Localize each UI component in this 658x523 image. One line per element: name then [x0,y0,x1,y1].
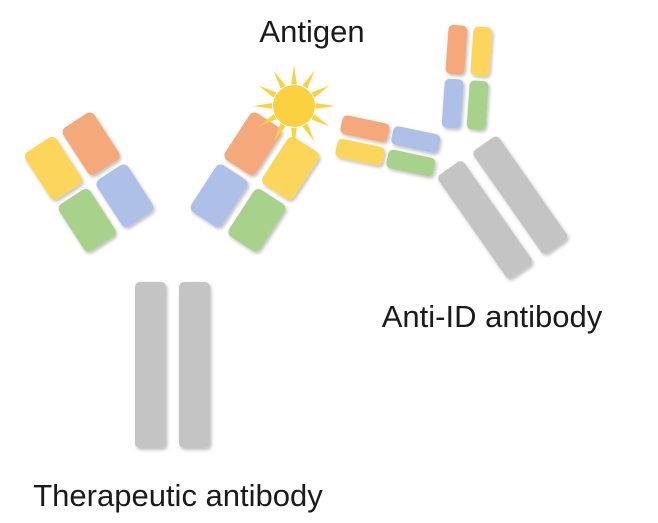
antigen-ray [311,114,330,127]
therapeutic-antibody-label: Therapeutic antibody [33,478,323,513]
therapeutic-left-vh [62,112,120,176]
antigen-ray [291,127,297,147]
anti-id-v-cl [441,78,464,129]
anti-id-antibody-label: Anti-ID antibody [382,299,603,334]
antigen-ray [302,123,315,142]
antigen-ray [253,103,273,109]
anti-id-v-ch1 [466,80,489,131]
antigen-ray [311,85,330,98]
antigen-ray [258,114,277,127]
antigen-ray [273,123,286,142]
antigen-ray [258,85,277,98]
antigen-ray [302,70,315,89]
anti-id-heavy-chain-a [438,161,532,279]
therapeutic-right-ch1 [228,188,286,252]
antigen-label: Antigen [259,14,364,49]
therapeutic-right-vh [224,112,282,176]
anti-id-stem [438,136,568,279]
therapeutic-left-arm [24,112,154,252]
anti-id-v-vl [470,26,493,77]
therapeutic-right-cl [190,164,248,228]
anti-id-horizontal-arm [335,115,441,177]
therapeutic-antibody [24,112,320,448]
antigen-core [273,85,315,127]
therapeutic-right-arm [190,112,320,252]
antigen-ray [315,103,335,109]
anti-id-heavy-chain-b [473,136,568,254]
anti-id-antibody [335,24,568,279]
antigen-sun-icon [253,65,335,147]
antigen-ray [273,70,286,89]
therapeutic-right-vl [262,136,320,200]
anti-id-h-cl [391,126,441,153]
antigen-rays [253,65,335,147]
therapeutic-left-ch1 [58,188,116,252]
therapeutic-left-vl [24,136,82,200]
therapeutic-heavy-chain-left [135,282,166,448]
therapeutic-heavy-chain-right [179,282,210,448]
anti-id-v-vh [445,24,468,75]
anti-id-h-ch1 [386,149,436,177]
antigen-ray [291,65,297,85]
anti-id-h-vh [340,115,390,143]
anti-id-h-vl [335,138,385,166]
anti-id-vertical-arm [441,24,493,131]
therapeutic-left-cl [96,164,154,228]
